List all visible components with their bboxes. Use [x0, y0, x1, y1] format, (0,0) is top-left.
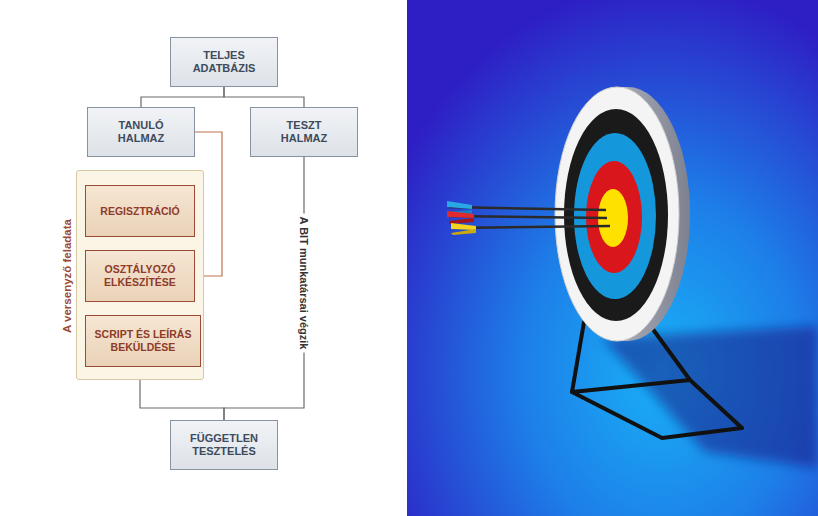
data-box: TELJES ADATBÁZIS [170, 37, 278, 87]
arrow-fletching [449, 218, 474, 224]
arrow-fletching [451, 223, 476, 230]
arrow-fletching [447, 201, 472, 209]
blue-background [407, 0, 818, 516]
target-stand [572, 322, 742, 438]
process-box: SCRIPT ÉS LEÍRÁS BEKÜLDÉSE [85, 315, 201, 367]
arrows [447, 201, 610, 235]
target-ring-black [564, 109, 668, 321]
data-box: TESZT HALMAZ [250, 107, 358, 157]
box-label: FÜGGETLEN TESZTELÉS [179, 432, 269, 458]
stand-leg [652, 328, 690, 380]
arrow-shaft [453, 226, 610, 228]
edge-label: A BIT munkatársai végzik [297, 213, 311, 352]
stand-leg [572, 380, 742, 428]
target-ring-white [555, 87, 679, 341]
side-heading: A versenyző feladata [61, 219, 73, 333]
stand-leg [572, 322, 742, 438]
box-label: TESZT HALMAZ [262, 119, 346, 145]
arrow-fletching [447, 211, 474, 218]
arrow-shaft [449, 207, 606, 210]
connector [141, 87, 224, 107]
data-box: TANULÓ HALMAZ [87, 107, 195, 157]
process-box: OSZTÁLYOZÓ ELKÉSZÍTÉSE [85, 250, 195, 302]
process-box: REGISZTRÁCIÓ [85, 185, 195, 237]
arrow-fletching [451, 229, 476, 235]
box-label: TELJES ADATBÁZIS [182, 49, 266, 75]
connector [224, 157, 304, 420]
task-panel: A versenyző feladataREGISZTRÁCIÓOSZTÁLYO… [76, 170, 204, 380]
connector [224, 87, 304, 107]
process-box: FÜGGETLEN TESZTELÉS [170, 420, 278, 470]
box-label: REGISZTRÁCIÓ [100, 205, 179, 218]
box-label: TANULÓ HALMAZ [99, 119, 183, 145]
box-label: OSZTÁLYOZÓ ELKÉSZÍTÉSE [92, 263, 188, 288]
connector [140, 380, 224, 420]
box-label: SCRIPT ÉS LEÍRÁS BEKÜLDÉSE [90, 328, 196, 353]
target-ring-blue [574, 133, 656, 299]
